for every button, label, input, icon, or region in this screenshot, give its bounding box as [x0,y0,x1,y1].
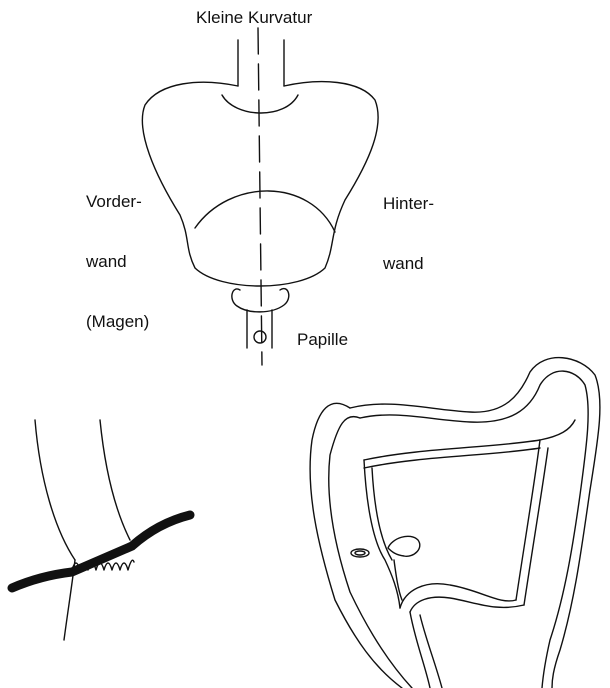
stomach-schematic [142,28,378,365]
center-axis [258,28,262,365]
left-label-line-1: Vorder- [86,192,149,212]
papilla-marker [254,331,266,343]
left-label-line-2: wand [86,252,149,272]
right-label-hinterwand: Hinter- wand [383,154,434,294]
papilla-label: Papille [297,330,348,350]
left-label-vorderwand: Vorder- wand (Magen) [86,152,149,352]
colon-outline [310,358,600,688]
duodenal-bulb [232,289,289,312]
left-label-line-3: (Magen) [86,312,149,332]
anastomosis-detail [12,420,190,640]
right-label-line-2: wand [383,254,434,274]
thick-band [12,515,190,588]
top-label-kleine-kurvatur: Kleine Kurvatur [196,8,312,28]
right-label-line-1: Hinter- [383,194,434,214]
